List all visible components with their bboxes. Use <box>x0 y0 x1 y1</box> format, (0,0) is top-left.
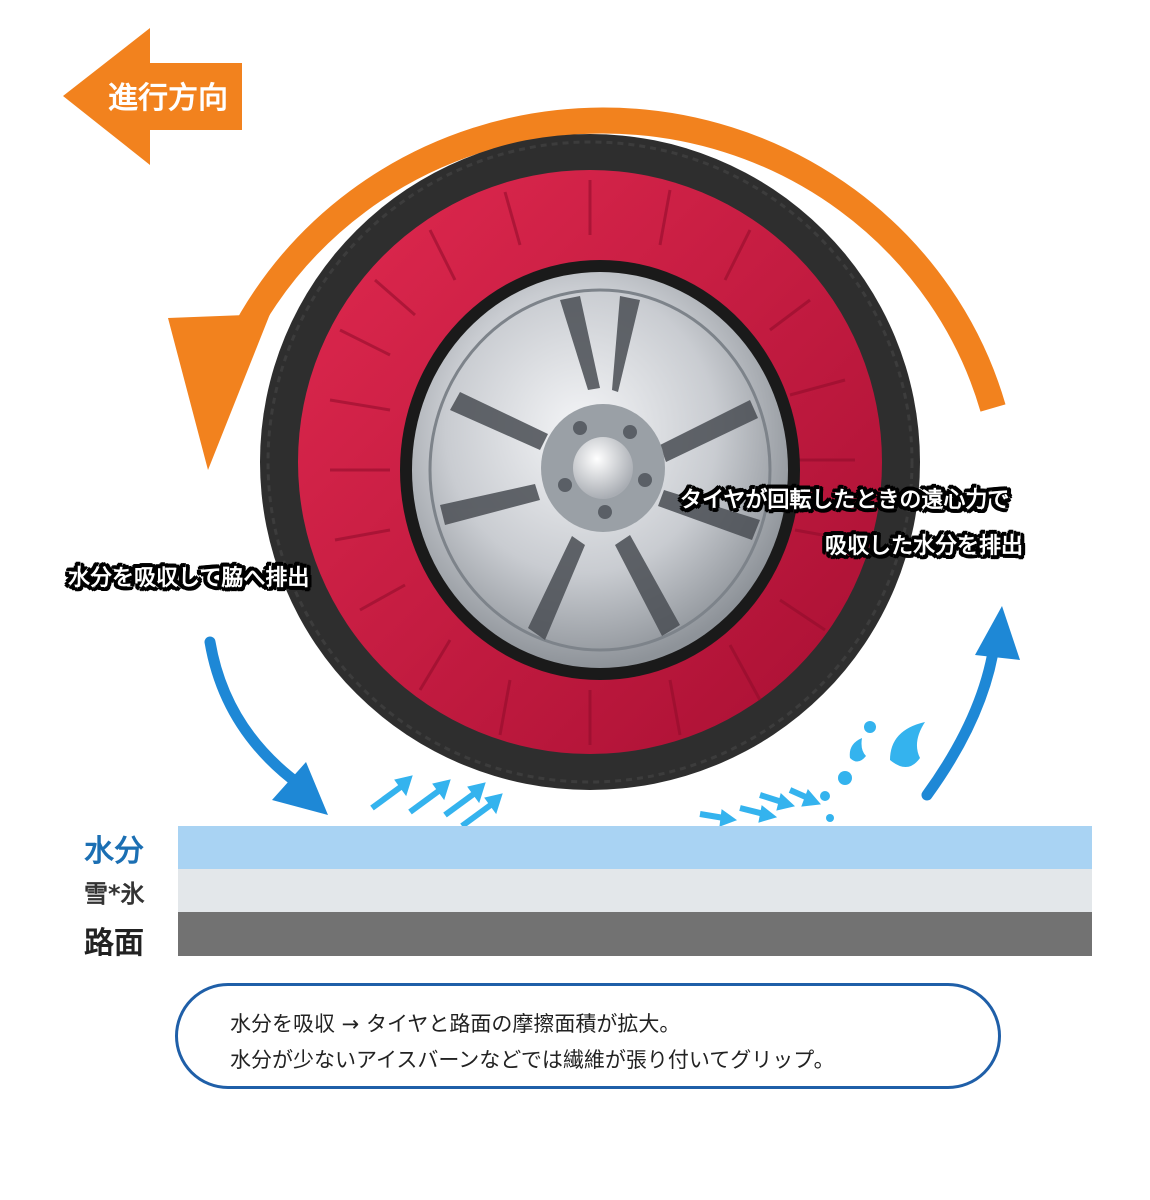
water-layer <box>178 826 1092 869</box>
small-arrow-icon <box>460 793 503 829</box>
note-line-1: 水分を吸収 → タイヤと路面の摩擦面積が拡大。 <box>230 1012 681 1036</box>
water-drop-icon <box>820 791 830 801</box>
water-drop-icon <box>826 814 834 822</box>
tire-sock <box>260 134 920 790</box>
layer-label-snow-ice: 雪*氷 <box>84 880 145 908</box>
water-drop-icon <box>838 771 852 785</box>
layer-label-road: 路面 <box>84 926 144 961</box>
water-drop-icon <box>849 738 866 762</box>
left-arrow-icon <box>63 28 242 165</box>
water-drop-icon <box>890 722 925 768</box>
wheel-spokes <box>440 296 760 640</box>
small-arrow-icon <box>759 792 796 811</box>
water-inflow-arrow <box>204 636 328 815</box>
curved-arrow-icon <box>921 634 1001 801</box>
callout-centrifugal-line2: 吸収した水分を排出 <box>825 534 1024 559</box>
small-arrow-icon <box>443 782 486 818</box>
water-outflow-arrow <box>921 606 1020 801</box>
water-drop-icon <box>864 721 876 733</box>
absorption-arrows <box>370 775 503 829</box>
small-arrow-icon <box>370 775 413 811</box>
snow-ice-layer <box>178 869 1092 912</box>
small-arrow-icon <box>699 809 738 827</box>
note-line-2: 水分が少ないアイスバーンなどでは繊維が張り付いてグリップ。 <box>230 1048 835 1072</box>
small-arrow-icon <box>788 787 821 807</box>
small-arrow-icon <box>739 805 778 823</box>
road-layer <box>178 912 1092 956</box>
note-box: 水分を吸収 → タイヤと路面の摩擦面積が拡大。 水分が少ないアイスバーンなどでは… <box>175 983 1001 1089</box>
small-arrow-icon <box>408 779 451 815</box>
discharge-arrows <box>699 787 821 827</box>
rotation-arrow-icon <box>168 107 1006 470</box>
callout-absorb: 水分を吸収して脇へ排出 <box>68 566 310 591</box>
layer-label-water: 水分 <box>84 834 144 869</box>
curved-arrow-icon <box>204 636 306 791</box>
water-splash <box>820 721 925 822</box>
wheel-hub <box>573 437 633 499</box>
callout-centrifugal-line1: タイヤが回転したときの遠心力で <box>680 488 1010 513</box>
direction-label: 進行方向 <box>108 81 228 116</box>
direction-arrow: 進行方向 <box>63 28 242 165</box>
